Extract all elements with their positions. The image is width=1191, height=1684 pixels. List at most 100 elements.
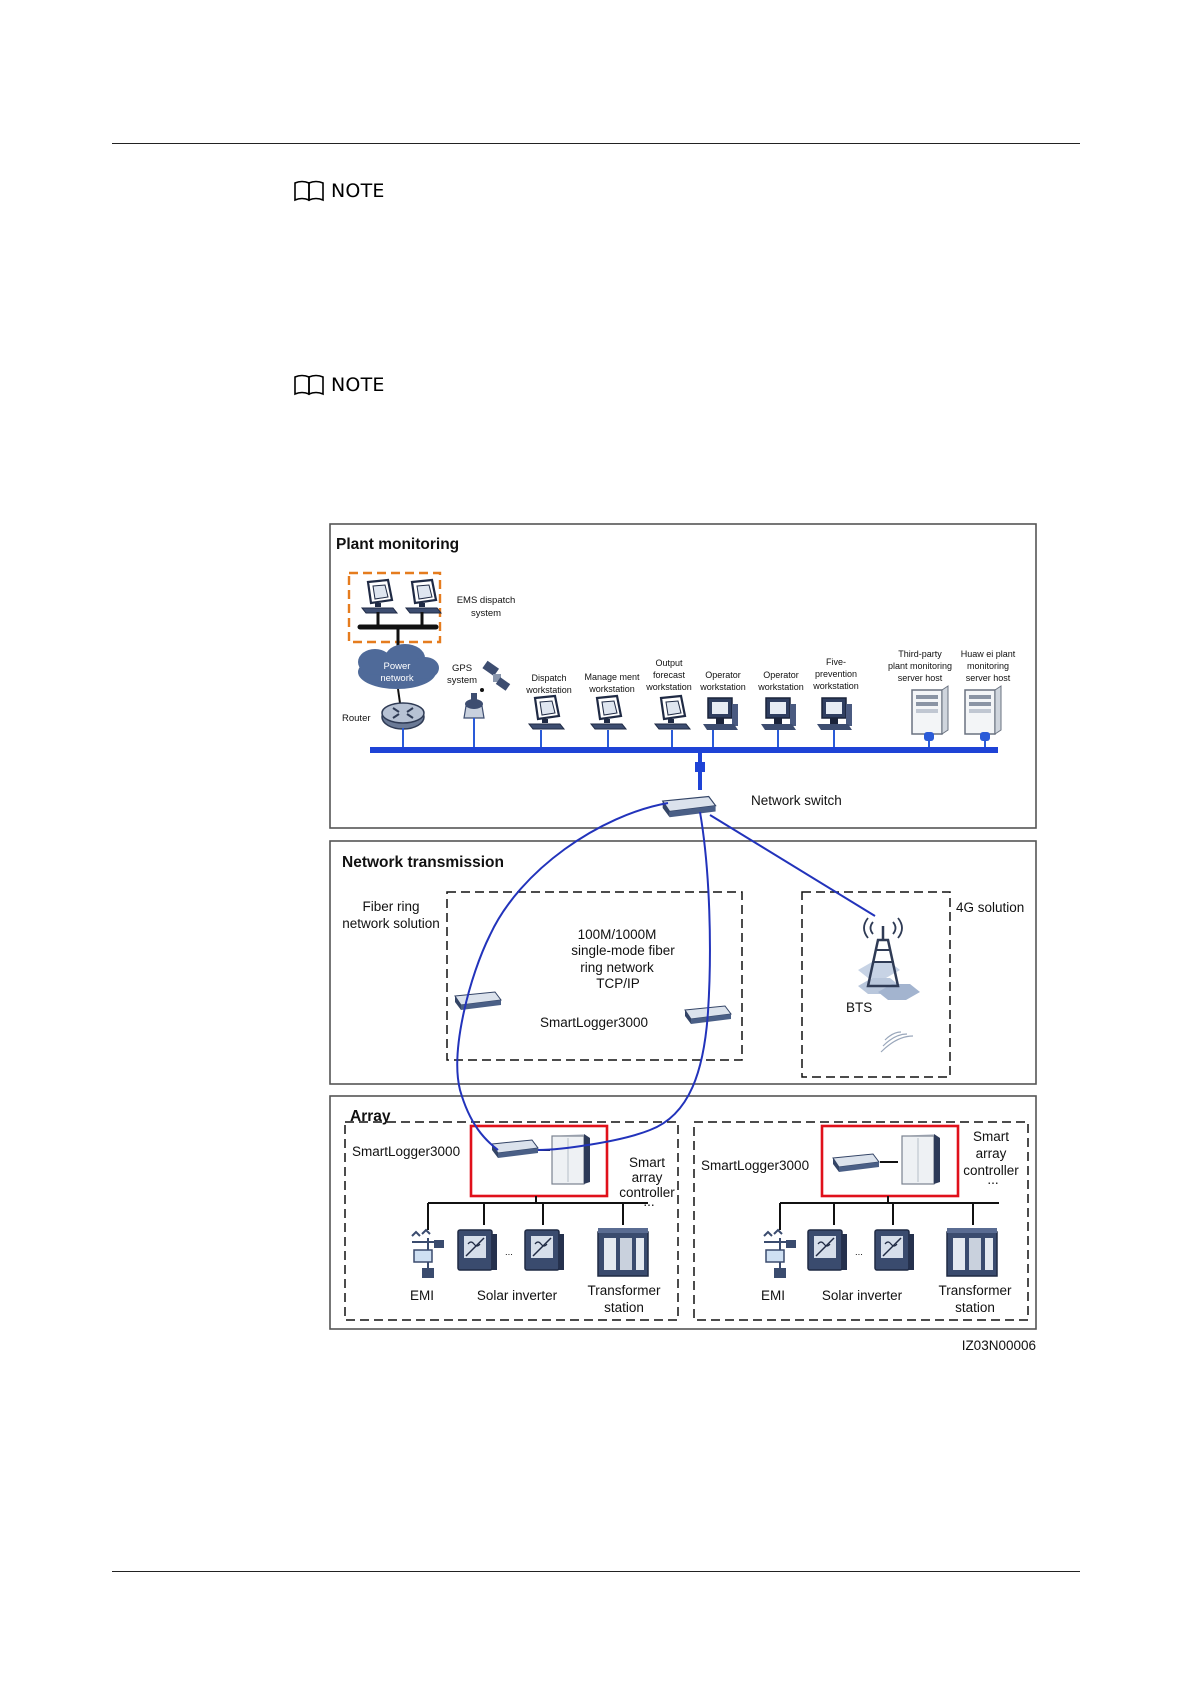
cabinet-icon — [901, 1133, 941, 1185]
server-disk-icons — [924, 732, 990, 741]
sac-label: controller — [963, 1163, 1019, 1178]
transformer-icon — [946, 1227, 998, 1277]
transformer-label: Transformer — [938, 1283, 1012, 1298]
power-network-label: network — [380, 673, 414, 684]
sac-ellipsis: ... — [643, 1194, 654, 1209]
fiber-ring-label: network solution — [342, 916, 440, 931]
sac-ellipsis: ... — [987, 1172, 998, 1187]
ems-dispatch-box — [347, 571, 442, 644]
4g-link — [709, 814, 876, 917]
operator2-label: workstation — [757, 682, 804, 692]
sac-label: Smart — [629, 1155, 665, 1170]
ems-label: EMS dispatch — [457, 595, 516, 606]
bus-connector — [695, 762, 705, 772]
network-transmission-section — [329, 840, 1037, 1085]
operator-workstation-icon — [702, 697, 739, 731]
smart-array-controller-box — [820, 1124, 960, 1198]
sac-label: array — [632, 1170, 663, 1185]
header-rule — [112, 143, 1080, 144]
huawei-server-label: Huaw ei plant — [961, 649, 1016, 659]
forecast-label: workstation — [645, 682, 692, 692]
ring-network-label: single-mode fiber — [571, 943, 675, 958]
inverter-icon — [457, 1229, 498, 1271]
dispatch-label: Dispatch — [531, 673, 566, 683]
inverter-label: Solar inverter — [822, 1288, 903, 1303]
note-1: NOTE — [293, 176, 385, 206]
server-icon — [964, 685, 1002, 735]
book-icon — [294, 374, 324, 396]
fiber-ring-label: Fiber ring — [362, 899, 419, 914]
book-icon — [294, 180, 324, 202]
satellite-icon — [482, 660, 511, 691]
emi-label: EMI — [761, 1288, 785, 1303]
operator2-label: Operator — [763, 670, 799, 680]
network-transmission-title: Network transmission — [342, 854, 504, 871]
router-label: Router — [342, 713, 371, 724]
fiber-ring-box — [446, 891, 743, 1061]
ems-label: system — [471, 608, 501, 619]
gps-label: GPS — [452, 663, 472, 674]
gps-dot — [480, 688, 484, 692]
inverter-ellipsis: ... — [505, 1247, 513, 1258]
forecast-label: Output — [655, 658, 683, 668]
device-links — [540, 730, 986, 750]
plant-monitoring-title: Plant monitoring — [336, 536, 459, 553]
inverter-label: Solar inverter — [477, 1288, 558, 1303]
ring-network-label: TCP/IP — [596, 976, 640, 991]
array-drops — [779, 1203, 974, 1230]
power-network-label: Power — [384, 661, 411, 672]
transformer-label: station — [955, 1300, 995, 1315]
sac-label: controller — [619, 1185, 675, 1200]
4g-solution-box — [801, 891, 951, 1078]
smartlogger-ring-label: SmartLogger3000 — [540, 1015, 648, 1030]
huawei-server-label: monitoring — [967, 661, 1009, 671]
sac-label: array — [976, 1146, 1007, 1161]
ring-network-label: 100M/1000M — [578, 927, 657, 942]
array-title: Array — [350, 1108, 391, 1125]
management-label: workstation — [588, 684, 635, 694]
thirdparty-label: plant monitoring — [888, 661, 952, 671]
note-label: NOTE — [331, 180, 385, 202]
figure-id: IZ03N00006 — [962, 1338, 1036, 1353]
ring-network-label: ring network — [580, 960, 654, 975]
array-drops — [427, 1203, 624, 1230]
fiber-ring-link — [537, 811, 711, 1151]
router-icon — [381, 702, 425, 730]
gps-receiver-icon — [463, 693, 485, 719]
note-2: NOTE — [293, 370, 385, 400]
transformer-icon — [597, 1227, 649, 1277]
emi-label: EMI — [410, 1288, 434, 1303]
cloud-icon — [358, 644, 439, 689]
plant-monitoring-section — [329, 523, 1037, 829]
transformer-label: Transformer — [587, 1283, 661, 1298]
footer-rule — [112, 1571, 1080, 1572]
array-smartlogger-label: SmartLogger3000 — [701, 1158, 809, 1173]
five-prevention-workstation-icon — [816, 697, 853, 731]
array-section — [329, 1095, 1037, 1330]
bts-label: BTS — [846, 1000, 872, 1015]
cabinet-icon — [551, 1133, 591, 1185]
fiber-ring-link — [456, 802, 669, 1151]
sac-label: Smart — [973, 1129, 1009, 1144]
4g-solution-label: 4G solution — [956, 900, 1024, 915]
transformer-label: station — [604, 1300, 644, 1315]
bts-tower-icon — [858, 917, 920, 1000]
server-icon — [911, 685, 949, 735]
huawei-server-label: server host — [966, 673, 1011, 683]
management-label: Manage ment — [584, 672, 640, 682]
dispatch-label: workstation — [525, 685, 572, 695]
inverter-icon — [874, 1229, 915, 1271]
thirdparty-label: Third-party — [898, 649, 942, 659]
five-prevention-label: prevention — [815, 669, 857, 679]
inverter-ellipsis: ... — [855, 1247, 863, 1258]
gps-label: system — [447, 675, 477, 686]
operator-workstation-icon — [760, 697, 797, 731]
inverter-icon — [807, 1229, 848, 1271]
forecast-label: forecast — [653, 670, 686, 680]
cloud-router-link — [397, 688, 401, 704]
note-label: NOTE — [331, 374, 385, 396]
five-prevention-label: workstation — [812, 681, 859, 691]
network-switch-label: Network switch — [751, 793, 842, 808]
inverter-icon — [524, 1229, 565, 1271]
